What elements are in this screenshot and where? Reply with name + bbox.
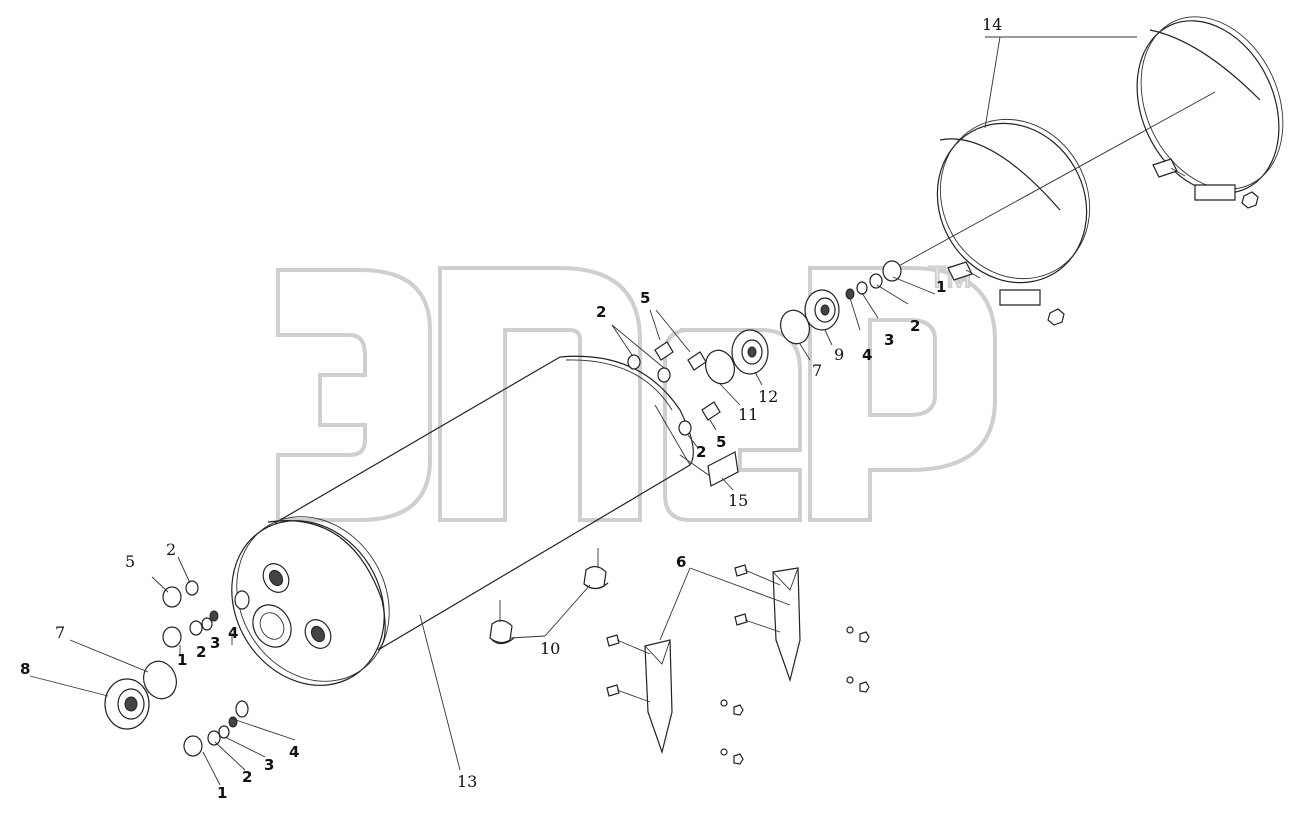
- callout-5-mid: 5: [716, 433, 726, 451]
- callout-13: 13: [457, 772, 477, 791]
- callout-7-rear: 7: [812, 361, 822, 380]
- callout-11: 11: [738, 405, 758, 424]
- callout-1-rear: 1: [936, 278, 946, 296]
- callout-2-mid: 2: [696, 443, 706, 461]
- callout-3-front-mid: 3: [210, 634, 220, 652]
- callout-9: 9: [834, 345, 844, 364]
- callout-3-front-low: 3: [264, 756, 274, 774]
- callout-4-rear: 4: [862, 346, 872, 364]
- drain-bosses: [489, 548, 609, 645]
- air-tank: [231, 355, 694, 718]
- tank-straps: [894, 16, 1284, 326]
- front-cap-ports: [234, 563, 332, 718]
- callout-labels: 14 1 2 3 4 9 7 12 11 5 2 5 2 15 10 6 5 2…: [20, 15, 1002, 802]
- callout-3-rear: 3: [884, 331, 894, 349]
- callout-7-front: 7: [55, 623, 65, 642]
- callout-2-top: 2: [596, 303, 606, 321]
- callout-14: 14: [982, 15, 1002, 34]
- leader-lines: [29, 36, 1137, 786]
- rear-fittings: [627, 260, 902, 487]
- bracket-bolts: [606, 564, 870, 765]
- callout-4-front-low: 4: [289, 743, 299, 761]
- watermark-logo: TM: [276, 260, 997, 522]
- callout-6: 6: [676, 553, 686, 571]
- callout-4-front-mid: 4: [228, 624, 238, 642]
- callout-2-front-mid: 2: [196, 643, 206, 661]
- callout-12: 12: [758, 387, 778, 406]
- mounting-brackets: [606, 564, 870, 765]
- callout-5-front: 5: [125, 552, 135, 571]
- callout-5-top: 5: [640, 289, 650, 307]
- callout-1-front-mid: 1: [177, 651, 187, 669]
- callout-2-rear: 2: [910, 317, 920, 335]
- callout-2-front-top: 2: [166, 540, 176, 559]
- callout-1-front-low: 1: [217, 784, 227, 802]
- callout-15: 15: [728, 491, 748, 510]
- callout-2-front-low: 2: [242, 768, 252, 786]
- callout-8: 8: [20, 660, 30, 678]
- front-fittings: [104, 580, 238, 757]
- callout-10: 10: [540, 639, 560, 658]
